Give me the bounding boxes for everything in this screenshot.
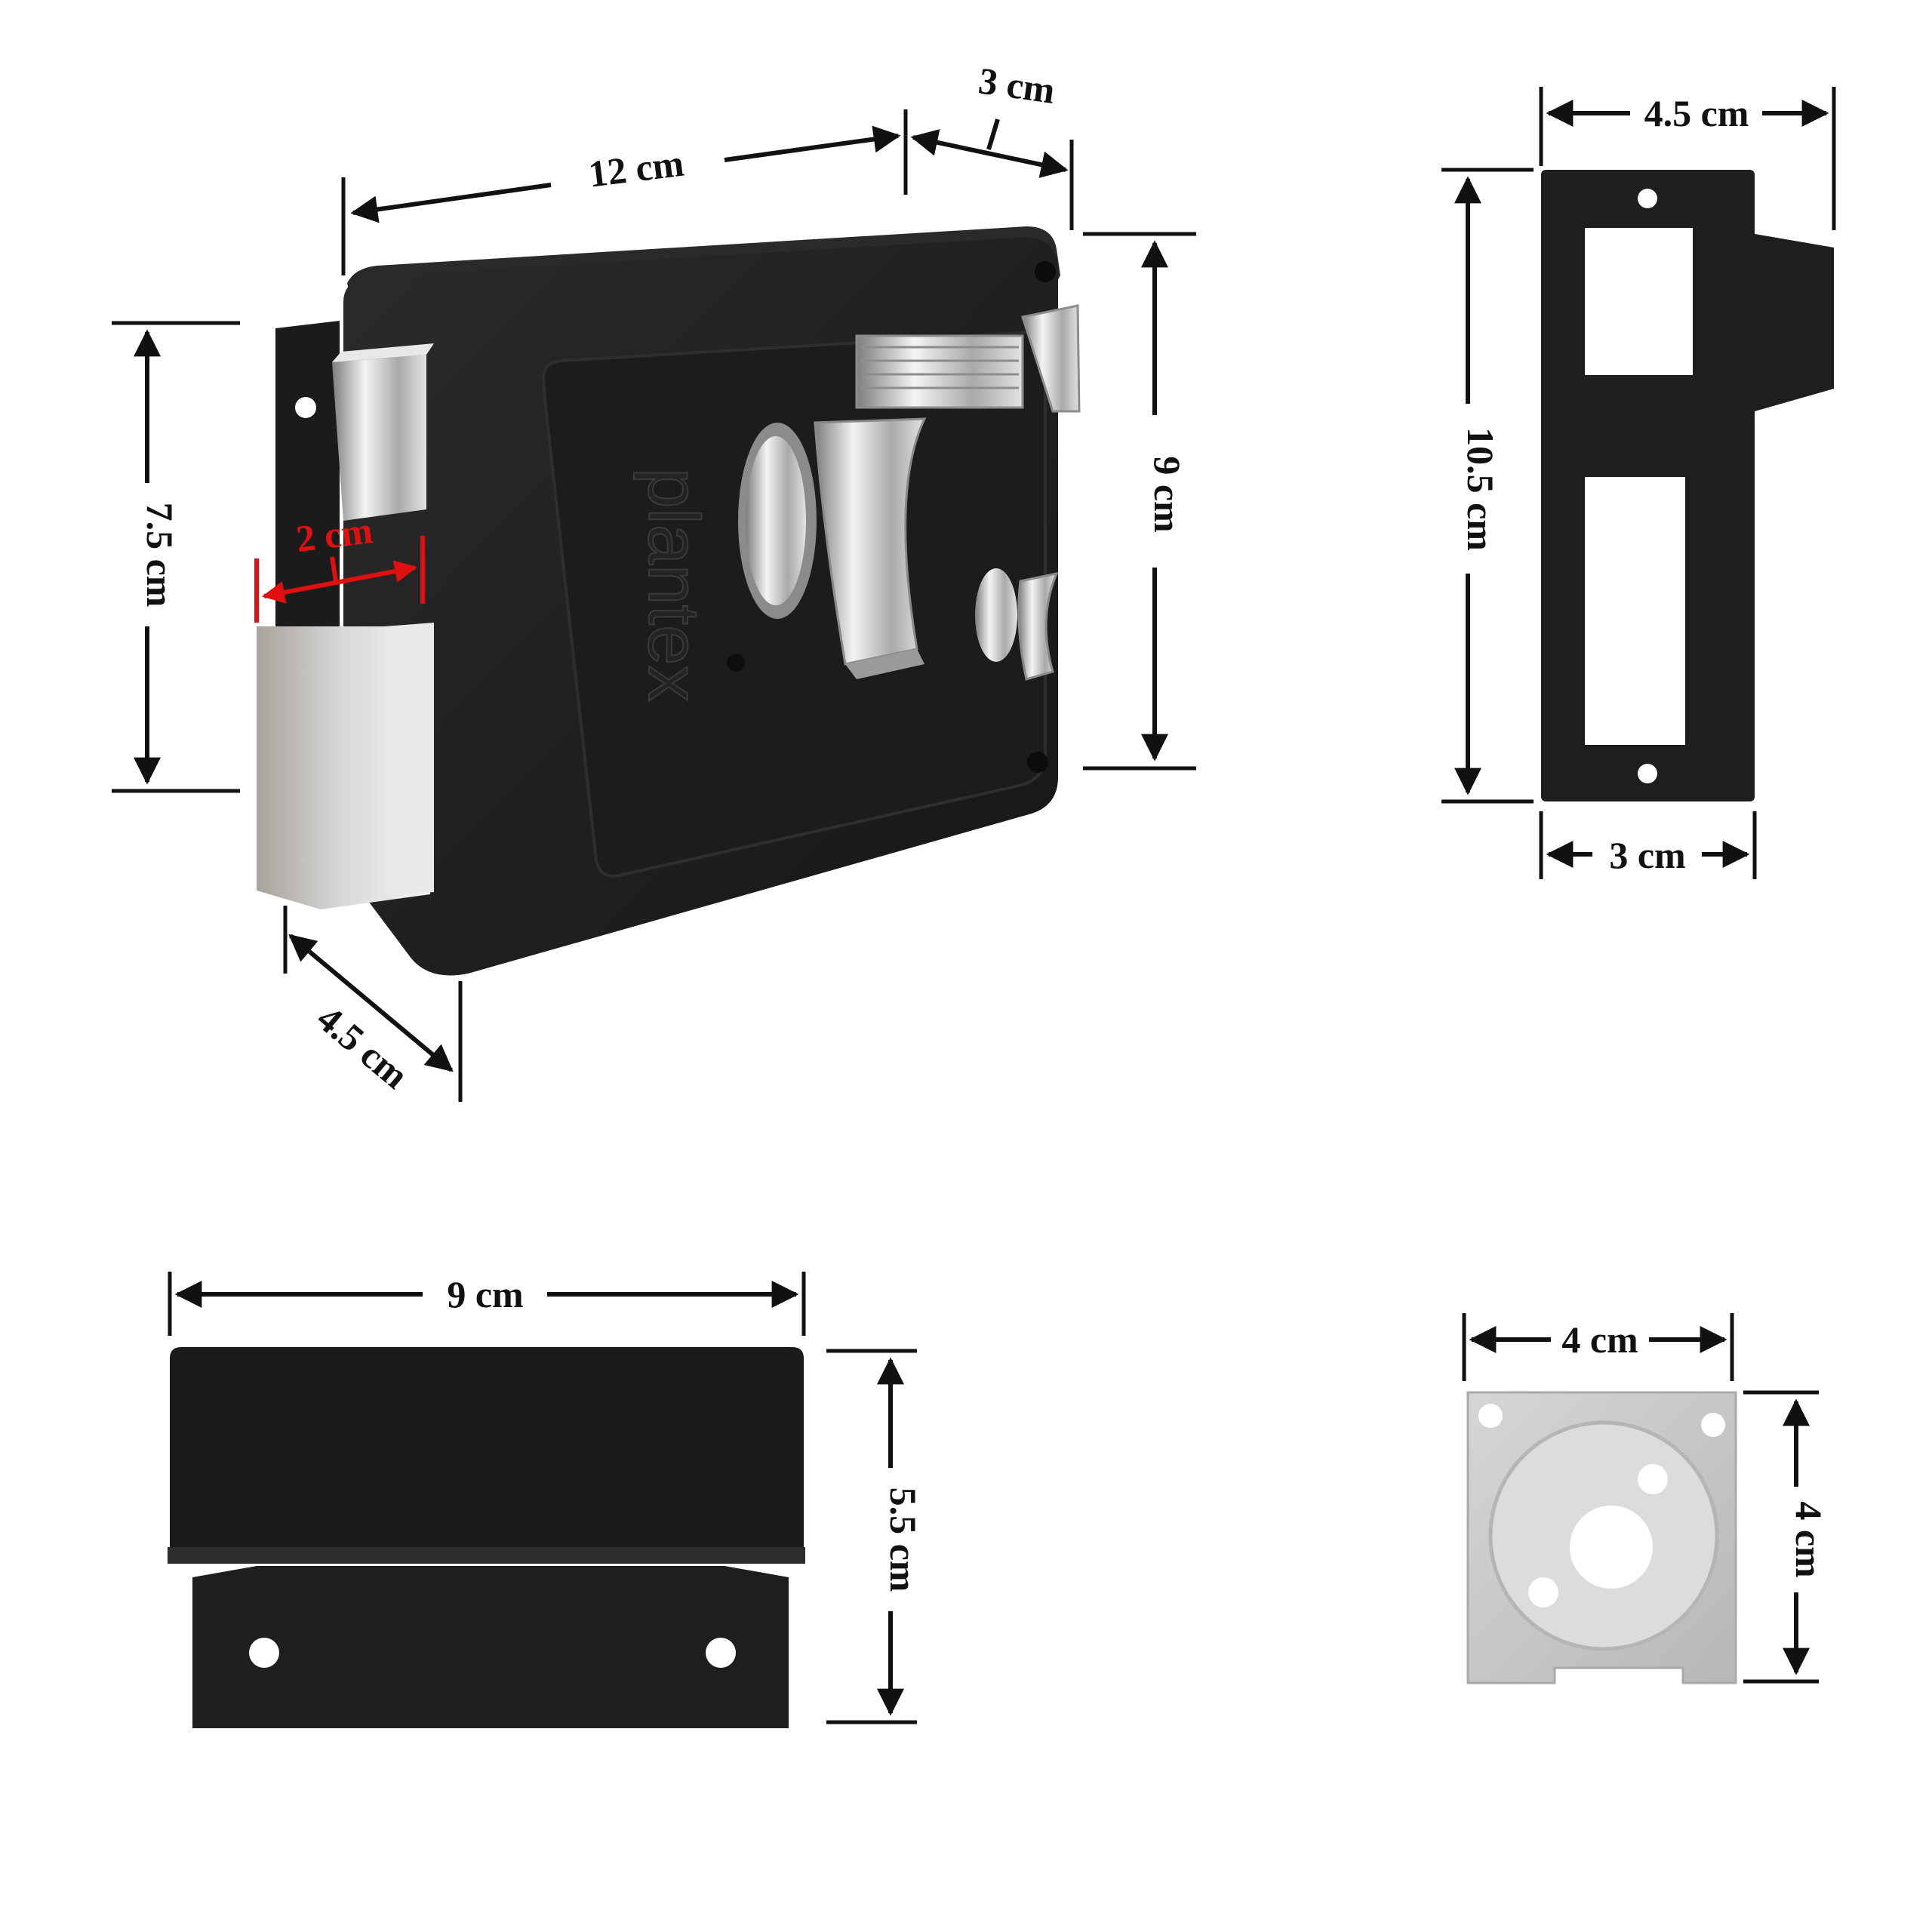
rose-height-label: 4 cm: [1788, 1501, 1830, 1577]
keeper-box-edge: [168, 1547, 805, 1564]
height-right-label: 9 cm: [1146, 456, 1189, 532]
strike-slot-bottom: [1585, 477, 1685, 745]
width-label: 12 cm: [586, 142, 686, 195]
rose-width-label: 4 cm: [1561, 1318, 1638, 1361]
keeper-height-label: 5.5 cm: [882, 1487, 924, 1592]
depth-leader: [986, 118, 1000, 150]
plate-hole: [295, 397, 316, 418]
width-dim-line-left: [350, 183, 552, 223]
rose-hole-inner-left: [1528, 1577, 1558, 1607]
screw-top-right: [1035, 261, 1056, 282]
depth-dim-line: [910, 129, 1069, 178]
main-knob: [738, 417, 927, 679]
width-dim-line-right: [724, 125, 901, 162]
strike-hole-top: [1638, 189, 1657, 208]
strike-width-bottom-label: 3 cm: [1609, 834, 1685, 876]
screw-bottom-right: [1027, 752, 1048, 773]
keeper-hole-right: [706, 1638, 736, 1668]
strike-width-top-label: 4.5 cm: [1644, 92, 1749, 134]
small-knob: [975, 568, 1059, 681]
bolt-throw-label: 2 cm: [294, 509, 374, 560]
strike-plate: [1541, 170, 1834, 801]
strike-slot-top: [1585, 228, 1693, 375]
rose-center-hole: [1570, 1506, 1653, 1589]
body-depth-label: 4.5 cm: [309, 997, 417, 1097]
rose-hole-inner-right: [1638, 1464, 1668, 1494]
rose-hole-top-right: [1701, 1413, 1725, 1437]
keyhole-dot: [727, 654, 745, 672]
brand-logo: plantex: [633, 468, 714, 702]
keeper-hole-left: [249, 1638, 279, 1668]
rose-hole-top-left: [1478, 1404, 1503, 1428]
bolt-leader: [330, 556, 338, 582]
strike-height-label: 10.5 cm: [1460, 427, 1502, 551]
keeper-width-label: 9 cm: [447, 1273, 523, 1315]
rose-plate: [1466, 1391, 1737, 1684]
strike-plate-dimensions: 4.5 cm 10.5 cm 3 cm: [1441, 87, 1836, 879]
keeper-box-flange: [192, 1566, 789, 1728]
latch-bolt: [332, 343, 434, 521]
rose-plate-dimensions: 4 cm 4 cm: [1462, 1313, 1830, 1684]
keeper-box-dimensions: 9 cm 5.5 cm: [168, 1272, 924, 1724]
bolt-dim-line: [262, 560, 417, 604]
depth-label: 3 cm: [976, 59, 1057, 112]
strike-hole-bottom: [1638, 764, 1657, 783]
body-depth-line: [288, 934, 454, 1072]
keeper-box: [168, 1347, 805, 1728]
keeper-box-body: [170, 1347, 804, 1555]
release-slide: [855, 304, 1081, 413]
height-left-label: 7.5 cm: [139, 503, 181, 608]
dead-bolt: [257, 623, 434, 909]
main-lock: plantex: [257, 226, 1081, 976]
